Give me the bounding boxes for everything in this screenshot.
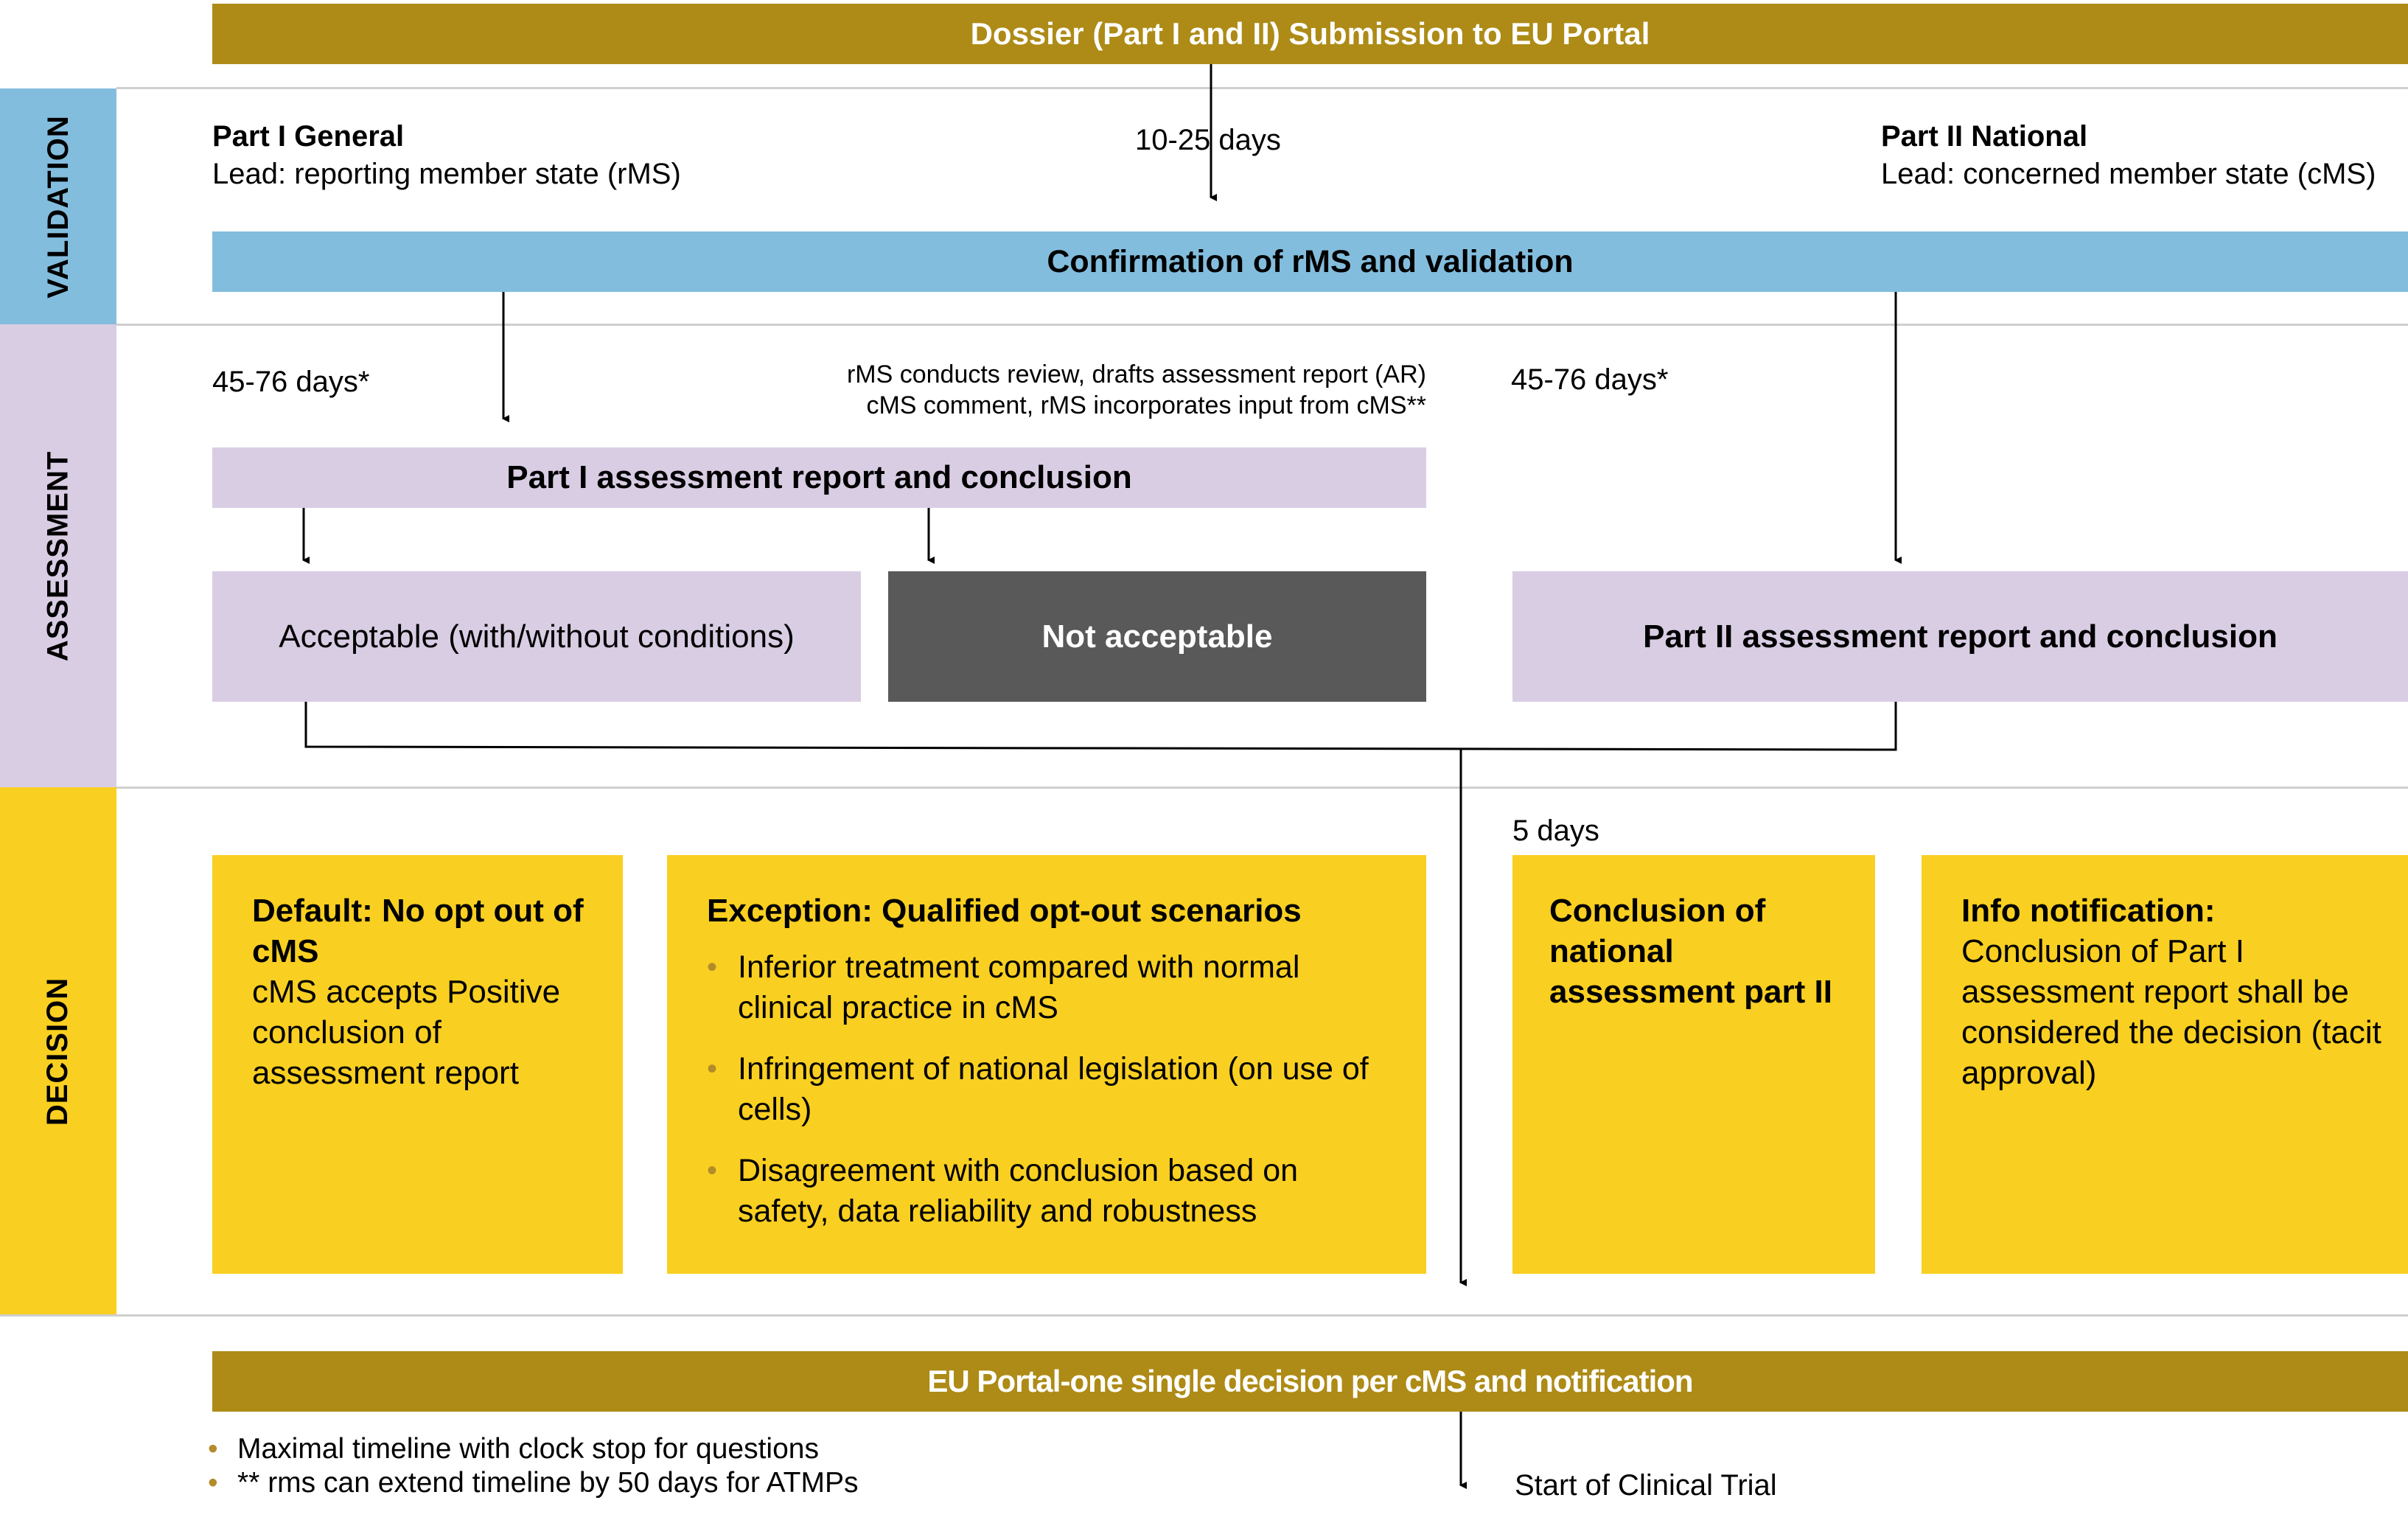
top-banner-text: Dossier (Part I and II) Submission to EU…	[970, 16, 1650, 51]
national-conclusion-box: Conclusion of national assessment part I…	[1512, 855, 1875, 1274]
bottom-banner: EU Portal-one single decision per cMS an…	[212, 1351, 2408, 1412]
validation-bar: Confirmation of rMS and validation	[212, 231, 2408, 292]
merge-line	[304, 702, 1897, 751]
info-title: Info notification:	[1961, 893, 2216, 929]
phase-decision: DECISION	[0, 787, 116, 1315]
separator-decision	[0, 1314, 2408, 1317]
default-body: cMS accepts Positive conclusion of asses…	[252, 974, 561, 1091]
validation-timeline: 10-25 days	[1135, 124, 1281, 156]
top-banner: Dossier (Part I and II) Submission to EU…	[212, 4, 2408, 64]
exception-item: Disagreement with conclusion based on sa…	[707, 1151, 1397, 1232]
info-notification-box: Info notification: Conclusion of Part I …	[1922, 855, 2408, 1274]
part1-assessment-bar: Part I assessment report and conclusion	[212, 447, 1426, 508]
part2-assessment-box: Part II assessment report and conclusion	[1512, 571, 2408, 702]
part1-assessment-bar-text: Part I assessment report and conclusion	[506, 459, 1132, 495]
footnote: Maximal timeline with clock stop for que…	[208, 1432, 1240, 1466]
footnote: ** rms can extend timeline by 50 days fo…	[208, 1466, 1240, 1500]
assessment-right-days: 45-76 days*	[1511, 363, 1669, 396]
part1-title: Part I General	[212, 120, 405, 153]
default-title: Default: No opt out of cMS	[252, 893, 584, 969]
part2-lead: Lead: concerned member state (cMS)	[1881, 158, 2376, 190]
review-line-1: rMS conducts review, drafts assessment r…	[846, 360, 1426, 388]
acceptable-box: Acceptable (with/without conditions)	[212, 571, 861, 702]
separator-validation	[116, 324, 2408, 326]
start-label: Start of Clinical Trial	[1515, 1469, 1777, 1502]
exception-list: Inferior treatment compared with normal …	[707, 947, 1397, 1232]
acceptable-text: Acceptable (with/without conditions)	[279, 618, 795, 655]
review-note: rMS conducts review, drafts assessment r…	[737, 359, 1426, 421]
phase-validation: VALIDATION	[0, 88, 116, 324]
exception-item: Inferior treatment compared with normal …	[707, 947, 1397, 1028]
info-body: Conclusion of Part I assessment report s…	[1961, 933, 2381, 1091]
part2-title: Part II National	[1881, 120, 2088, 153]
validation-bar-text: Confirmation of rMS and validation	[1047, 243, 1574, 279]
review-line-2: cMS comment, rMS incorporates input from…	[866, 391, 1426, 419]
exception-title: Exception: Qualified opt-out scenarios	[707, 893, 1302, 929]
assessment-left-days: 45-76 days*	[212, 366, 370, 398]
part1-lead: Lead: reporting member state (rMS)	[212, 158, 681, 190]
not-acceptable-box: Not acceptable	[888, 571, 1426, 702]
national-conclusion-title: Conclusion of national assessment part I…	[1549, 893, 1832, 1010]
phase-assessment: ASSESSMENT	[0, 324, 116, 787]
exception-item: Infringement of national legislation (on…	[707, 1049, 1397, 1130]
bottom-banner-text: EU Portal-one single decision per cMS an…	[927, 1364, 1693, 1398]
default-box: Default: No opt out of cMS cMS accepts P…	[212, 855, 623, 1274]
footnotes: Maximal timeline with clock stop for que…	[208, 1432, 1240, 1500]
part2-assessment-text: Part II assessment report and conclusion	[1643, 618, 2278, 655]
not-acceptable-text: Not acceptable	[1041, 618, 1273, 655]
five-days: 5 days	[1512, 815, 1599, 847]
separator-top	[116, 87, 2408, 89]
separator-assessment	[116, 787, 2408, 789]
exception-box: Exception: Qualified opt-out scenarios I…	[667, 855, 1426, 1274]
